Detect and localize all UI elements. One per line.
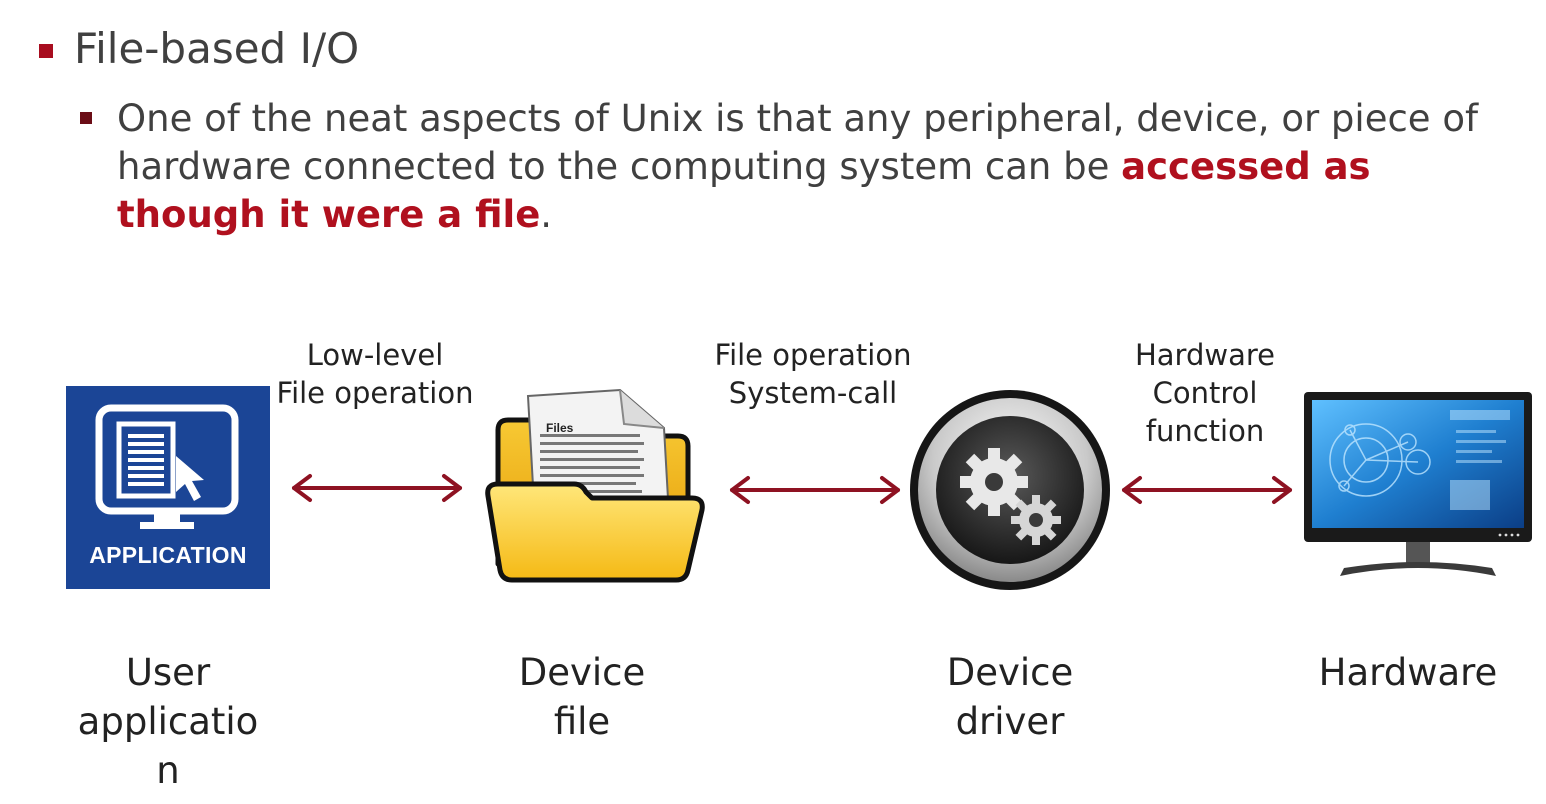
application-icon: APPLICATION [66, 386, 270, 589]
sub-bullet-marker [80, 112, 92, 124]
node-label-device-driver: Device driver [908, 648, 1112, 746]
node-label-line: n [156, 749, 180, 792]
node-label-user-application: User applicatio n [48, 648, 288, 795]
node-label-line: applicatio [77, 700, 259, 743]
double-arrow-file-driver [730, 476, 900, 504]
edge-label-line: System-call [728, 376, 898, 410]
node-label-line: User [125, 651, 211, 694]
edge-label-line: File operation [714, 338, 912, 372]
node-label-line: file [553, 700, 611, 743]
bullet-heading: File-based I/O [74, 24, 360, 73]
node-label-line: Device [946, 651, 1074, 694]
bullet-marker [39, 44, 53, 58]
edge-label-line: File operation [276, 376, 474, 410]
application-icon-text: APPLICATION [89, 542, 247, 568]
double-arrow-driver-hardware [1122, 476, 1292, 504]
sub-bullet-period: . [540, 193, 553, 236]
double-arrow-app-file [292, 474, 462, 502]
sub-bullet-emphasis: accessed as though it were a file [117, 145, 1371, 236]
sub-bullet-text: One of the neat aspects of Unix is that … [117, 95, 1497, 239]
edge-label-line: Low-level [306, 338, 444, 372]
edge-label-driver-to-hardware: Hardware Control function [1110, 336, 1300, 450]
edge-label-app-to-file: Low-level File operation [266, 336, 484, 412]
node-label-device-file: Device file [482, 648, 682, 746]
gear-icon [906, 386, 1114, 594]
sub-bullet-text-plain: One of the neat aspects of Unix is that … [117, 97, 1478, 188]
edge-label-line: Hardware [1134, 338, 1275, 372]
monitor-icon [1300, 390, 1536, 582]
folder-icon: Files [482, 384, 710, 584]
folder-icon-text: Files [546, 421, 574, 435]
node-label-line: Hardware [1318, 651, 1498, 694]
edge-label-file-to-driver: File operation System-call [700, 336, 926, 412]
node-label-line: Device [518, 651, 646, 694]
edge-label-line: function [1145, 414, 1265, 448]
node-label-line: driver [955, 700, 1065, 743]
node-label-hardware: Hardware [1296, 648, 1520, 697]
edge-label-line: Control [1152, 376, 1258, 410]
